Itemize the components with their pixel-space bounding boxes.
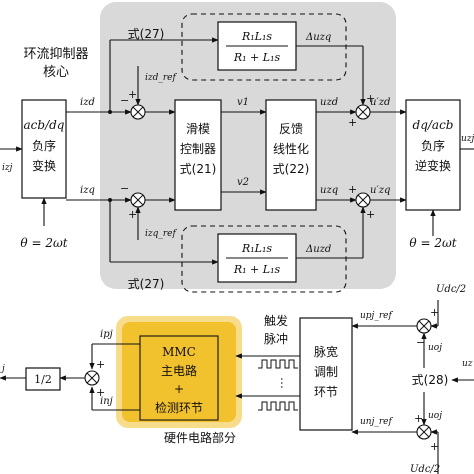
label-udc2-bottom: Udc/2 [410, 464, 440, 474]
pwm-line2: 调制 [314, 365, 338, 379]
label-uz-right: uz [462, 359, 473, 369]
core-label-line1: 环流抑制器 [23, 47, 88, 62]
tf-top-numerator: R₁L₁s [241, 30, 272, 43]
feedback-line3: 式(22) [273, 162, 310, 176]
label-izq: izq [80, 185, 95, 196]
mmc-line4: 检测环节 [155, 400, 203, 415]
sliding-mode-block [174, 99, 222, 211]
label-j-left: j [0, 364, 5, 374]
sign-q-minus: − [120, 182, 129, 195]
label-uoj-bottom: uoj [428, 411, 442, 421]
acb-dq-block [21, 99, 67, 199]
label-uzd: uzd [320, 97, 338, 108]
acb-dq-line2: 负序 [32, 138, 56, 153]
label-uoj-top: uoj [428, 343, 442, 353]
feedback-linearization-block [265, 99, 317, 211]
sign-d-minus: − [120, 94, 129, 107]
label-unj-ref: unj_ref [360, 417, 394, 427]
label-duzd-bottom: Δuzd [305, 244, 331, 255]
mmc-line1: MMC [162, 345, 196, 359]
label-udc2-top: Udc/2 [436, 284, 466, 295]
label-v1: v1 [237, 97, 249, 108]
theta-left: θ = 2ωt [20, 236, 67, 250]
eq27-top-group [181, 13, 347, 81]
sign-cur-plus-bottom: + [96, 386, 105, 399]
theta-right: θ = 2ωt [409, 236, 456, 250]
label-uzq: uzq [320, 185, 338, 196]
controller-core-region [100, 2, 396, 289]
sign-uq-plus-bottom: + [366, 208, 375, 221]
sign-q-plus: + [128, 208, 137, 221]
sign-cur-plus-top: + [96, 358, 105, 371]
mmc-line2: 主电路 [161, 363, 197, 378]
label-izd-ref: izd_ref [145, 73, 178, 83]
sign-d-plus: + [128, 88, 137, 101]
label-izj: izj [2, 163, 13, 173]
sign-upj-minus: − [416, 336, 425, 349]
dq-acb-line2: 负序 [421, 138, 445, 153]
label-izq-ref: izq_ref [145, 229, 178, 239]
dq-acb-block [405, 99, 461, 211]
trigger-line1: 触发 [264, 313, 288, 328]
eq28-label: 式(28) [412, 373, 449, 387]
pwm-line1: 脉宽 [314, 344, 338, 359]
sign-unj-plus-top: + [414, 412, 423, 425]
label-izd: izd [80, 97, 95, 108]
label-uzj-out: uzj [461, 134, 474, 144]
eq27-top-label: 式(27) [128, 27, 165, 41]
sign-uq-plus-left: + [348, 183, 357, 196]
pulse-train-top [258, 359, 298, 369]
mmc-block [122, 322, 236, 422]
tf-bottom-numerator: R₁L₁s [241, 242, 272, 255]
core-label-line2: 核心 [43, 65, 69, 80]
sign-unj-plus-bottom: + [430, 440, 439, 453]
dq-acb-line3: 逆变换 [415, 158, 451, 173]
acb-dq-line3: 变换 [32, 158, 56, 173]
pwm-block [299, 317, 353, 431]
tf-top-denominator: R₁ + L₁s [233, 51, 281, 64]
tf-bottom-denominator: R₁ + L₁s [233, 263, 281, 276]
acb-dq-title: acb/dq [24, 118, 65, 132]
sliding-mode-line1: 滑模 [186, 122, 210, 136]
mmc-line3: + [174, 382, 184, 396]
label-uzd-prime: u′zd [370, 97, 390, 108]
label-upj-ref: upj_ref [360, 311, 393, 321]
sign-ud-plus-top: + [366, 92, 375, 105]
eq27-bottom-group [181, 225, 347, 293]
pulse-dots: … [278, 377, 292, 389]
hardware-label: 硬件电路部分 [164, 430, 236, 445]
label-duzq-top: Δuzq [305, 32, 331, 43]
feedback-line2: 线性化 [273, 142, 309, 156]
sign-upj-plus: + [430, 306, 439, 319]
label-inj: inj [100, 396, 113, 407]
trigger-line2: 脉冲 [264, 331, 288, 346]
pwm-line3: 环节 [314, 385, 338, 399]
half-gain-label: 1/2 [34, 373, 52, 386]
sliding-mode-line2: 控制器 [180, 142, 216, 156]
label-v2: v2 [237, 177, 249, 188]
half-gain-block [25, 367, 61, 391]
mmc-inner-box [139, 335, 219, 421]
label-uzq-prime: u′zq [370, 185, 390, 196]
eq27-bottom-label: 式(27) [128, 277, 165, 291]
sliding-mode-line3: 式(21) [180, 162, 217, 176]
pulse-train-bottom [258, 401, 298, 411]
label-ipj: ipj [100, 329, 113, 340]
feedback-line1: 反馈 [279, 122, 303, 136]
dq-acb-title: dq/acb [413, 118, 454, 132]
sign-ud-plus-left: + [348, 116, 357, 129]
